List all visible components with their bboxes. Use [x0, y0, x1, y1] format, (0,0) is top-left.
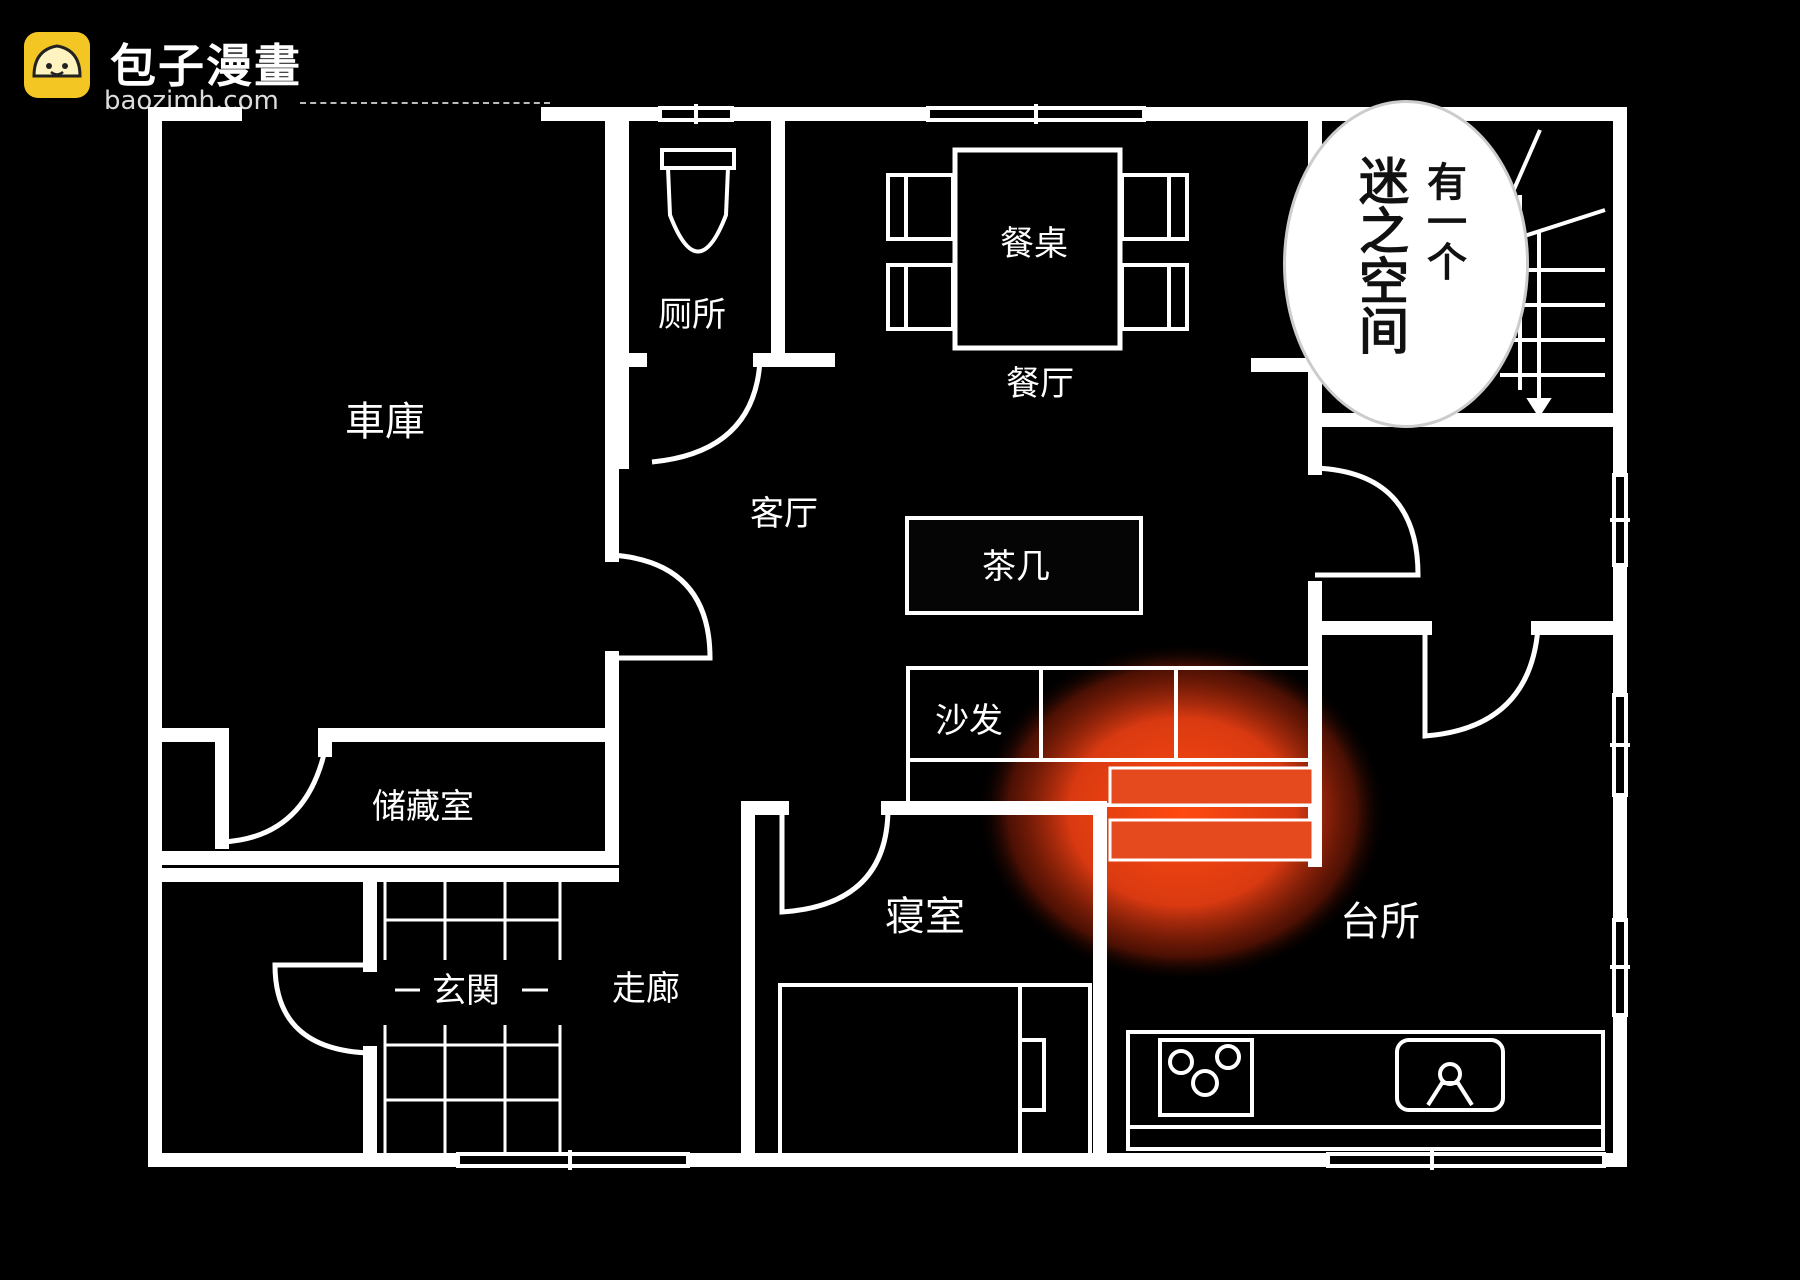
- label-dining-table: 餐桌: [1000, 224, 1068, 264]
- label-corridor: 走廊: [612, 969, 680, 1009]
- label-coffee-table: 茶几: [982, 547, 1050, 587]
- label-bedroom: 寝室: [885, 894, 965, 940]
- label-dining-room: 餐厅: [1006, 364, 1074, 404]
- bed: [778, 983, 1092, 1157]
- label-sofa: 沙发: [935, 701, 1003, 741]
- speech-bubble: 有一个 迷之空间: [1283, 100, 1529, 428]
- toilet-icon: [660, 148, 736, 254]
- label-living-room: 客厅: [750, 494, 818, 534]
- windows: [456, 104, 1630, 1170]
- label-entrance: 玄関: [432, 971, 500, 1011]
- bubble-line2: 迷之空间: [1351, 155, 1409, 355]
- kitchen-counter: [1126, 1030, 1605, 1151]
- entrance-grid: [383, 875, 562, 1153]
- mystery-space: [1108, 766, 1315, 862]
- coffee-table: [905, 516, 1143, 615]
- label-storage: 储藏室: [372, 787, 474, 827]
- door-swings: [221, 359, 1541, 1056]
- mystery-glow: [977, 642, 1387, 982]
- label-toilet: 厕所: [658, 295, 726, 335]
- bubble-line1: 有一个: [1420, 161, 1466, 281]
- bun-mascot-icon: [24, 32, 90, 98]
- dining-set: [886, 147, 1189, 351]
- watermark-brand: 包子漫畫: [110, 39, 302, 93]
- label-kitchen: 台所: [1340, 899, 1420, 945]
- label-garage: 車庫: [345, 399, 425, 445]
- watermark-dash: [300, 102, 550, 104]
